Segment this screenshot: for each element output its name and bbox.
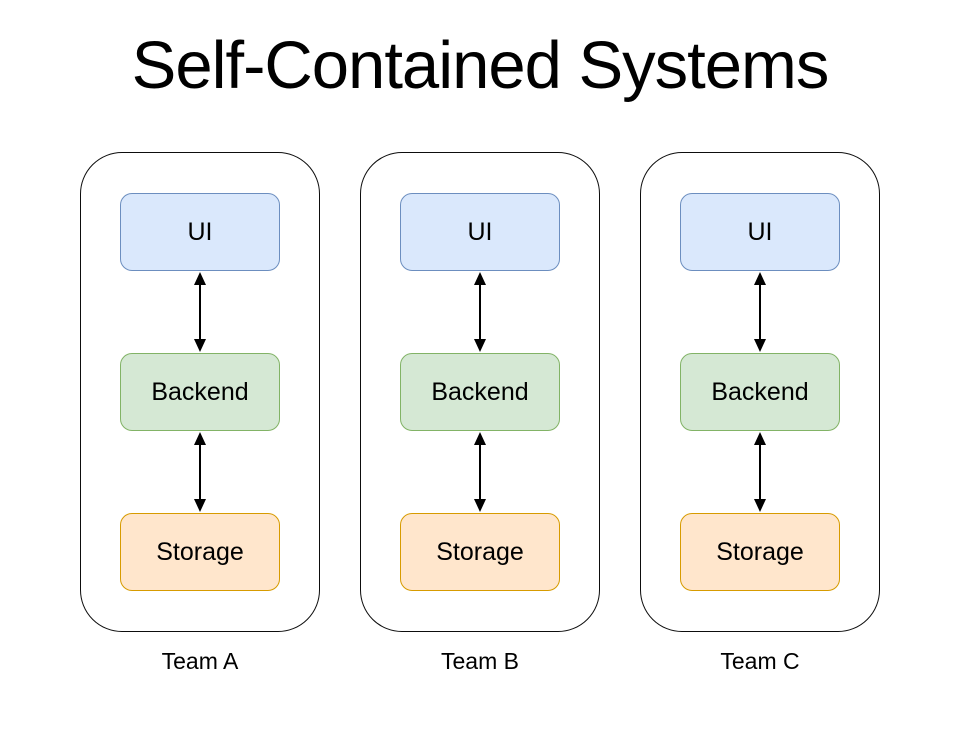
double-arrow-icon [474,432,486,513]
backend-box-label: Backend [151,377,249,406]
ui-box: UI [120,193,280,272]
system-team-c: UI Backend Storage T [640,152,880,676]
ui-box: UI [680,193,840,272]
ui-box-label: UI [467,217,493,246]
system-team-b: UI Backend Storage T [360,152,600,676]
system-container: UI Backend Storage [360,152,600,633]
system-container: UI Backend Storage [640,152,880,633]
team-label: Team B [441,648,519,675]
backend-box: Backend [400,353,560,432]
backend-box-label: Backend [431,377,529,406]
team-label: Team A [161,648,239,675]
double-arrow-icon [754,432,766,513]
systems-row: UI Backend Storage T [0,152,960,676]
double-arrow-icon [194,272,206,353]
team-label: Team C [720,648,800,675]
system-container: UI Backend Storage [80,152,320,633]
backend-box-label: Backend [711,377,809,406]
ui-box-label: UI [187,217,213,246]
storage-box-label: Storage [716,537,804,566]
system-team-a: UI Backend Storage T [80,152,320,676]
ui-box: UI [400,193,560,272]
storage-box: Storage [400,513,560,592]
ui-box-label: UI [747,217,773,246]
double-arrow-icon [194,432,206,513]
double-arrow-icon [754,272,766,353]
backend-box: Backend [120,353,280,432]
storage-box-label: Storage [436,537,524,566]
storage-box-label: Storage [156,537,244,566]
backend-box: Backend [680,353,840,432]
storage-box: Storage [120,513,280,592]
diagram-title: Self-Contained Systems [131,28,830,103]
storage-box: Storage [680,513,840,592]
double-arrow-icon [474,272,486,353]
